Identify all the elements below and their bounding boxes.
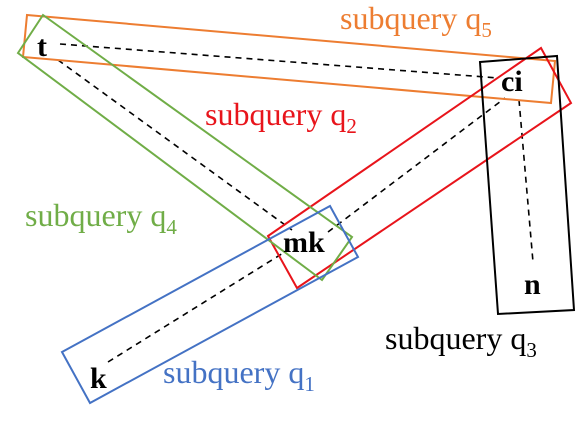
subquery-labels: subquery q5 subquery q2 subquery q4 subq…: [25, 0, 537, 396]
subquery-q3-label: subquery q3: [385, 320, 537, 362]
subquery-boxes: [16, 13, 576, 405]
subquery-q2-box: [266, 46, 573, 290]
edge-t-ci: [59, 43, 499, 79]
node-mk: mk: [283, 226, 325, 259]
node-t: t: [37, 30, 47, 63]
edge-mk-ci: [327, 97, 506, 233]
edge-k-mk: [107, 249, 289, 363]
nodes: t ci mk n k: [37, 30, 541, 395]
subquery-q2-label: subquery q2: [205, 96, 357, 138]
subquery-q1-label: subquery q1: [163, 354, 315, 396]
subquery-q4-label: subquery q4: [25, 197, 177, 239]
subquery-q5-label: subquery q5: [340, 0, 492, 42]
node-ci: ci: [501, 65, 523, 98]
subquery-q3-box: [478, 54, 576, 316]
subquery-q1-box: [60, 204, 360, 405]
edge-t-mk: [57, 59, 293, 231]
node-k: k: [90, 362, 107, 395]
edges: [57, 43, 534, 363]
edge-ci-n: [518, 99, 534, 263]
subquery-q4-box: [16, 13, 354, 282]
node-n: n: [524, 268, 541, 301]
